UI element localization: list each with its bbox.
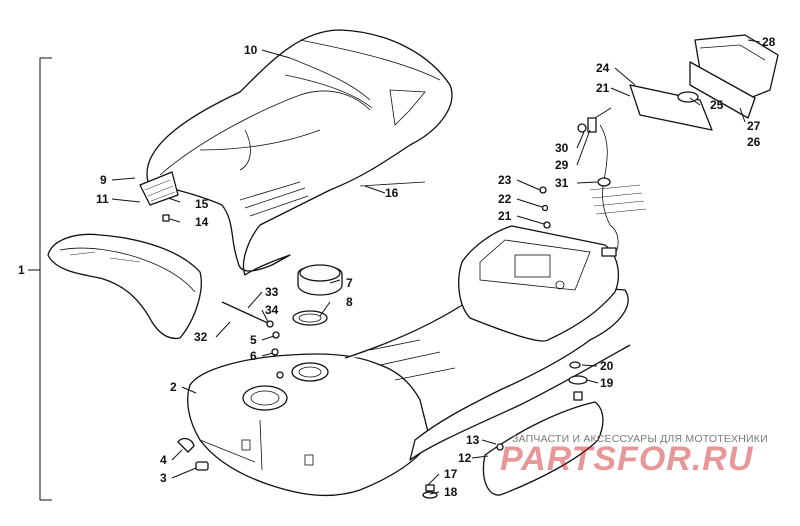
callout-26: 26 [747, 135, 761, 149]
fuel-cap-part [292, 264, 343, 326]
callout-12: 12 [458, 451, 472, 465]
callout-15: 15 [195, 197, 209, 211]
callout-5: 5 [250, 333, 257, 347]
callout-24: 24 [596, 61, 610, 75]
callout-32: 32 [194, 330, 208, 344]
callout-9: 9 [100, 173, 107, 187]
leader-lines [111, 39, 761, 495]
callout-16: 16 [385, 186, 399, 200]
seat-part [146, 29, 453, 276]
callout-21b: 21 [596, 81, 610, 95]
callout-1: 1 [18, 263, 25, 277]
callout-21a: 21 [498, 209, 512, 223]
callout-7: 7 [346, 276, 353, 290]
callout-labels: 1 2 3 4 5 6 7 8 9 10 11 12 13 14 15 16 1… [18, 35, 776, 499]
callout-3: 3 [160, 471, 167, 485]
callout-18: 18 [444, 485, 458, 499]
callout-2: 2 [170, 380, 177, 394]
snow-flap-part [482, 401, 604, 496]
tunnel-panel-part [344, 225, 631, 461]
callout-11: 11 [96, 192, 109, 206]
hardware-parts [177, 301, 588, 499]
grommet-parts [539, 186, 551, 229]
callout-25: 25 [710, 98, 724, 112]
callout-34: 34 [265, 303, 279, 317]
callout-33: 33 [265, 285, 279, 299]
callout-28: 28 [762, 35, 776, 49]
callout-14: 14 [195, 215, 209, 229]
callout-10: 10 [244, 43, 258, 57]
seat-trim-part [47, 171, 202, 340]
callout-8: 8 [346, 295, 353, 309]
callout-13: 13 [466, 433, 480, 447]
taillight-assembly-part [577, 34, 779, 257]
callout-6: 6 [250, 349, 257, 363]
callout-31: 31 [555, 176, 569, 190]
callout-17: 17 [444, 467, 458, 481]
callout-19: 19 [600, 376, 614, 390]
watermark: ЗАПЧАСТИ И АКСЕССУАРЫ ДЛЯ МОТОТЕХНИКИ PA… [500, 433, 768, 478]
assembly-bracket [28, 57, 52, 501]
callout-23: 23 [498, 173, 512, 187]
callout-29: 29 [555, 158, 569, 172]
watermark-tagline: ЗАПЧАСТИ И АКСЕССУАРЫ ДЛЯ МОТОТЕХНИКИ [512, 433, 768, 445]
strap-part [359, 181, 426, 187]
callout-22: 22 [498, 192, 512, 206]
watermark-logo: PARTSFOR.RU [500, 440, 754, 478]
fuel-tank-part [187, 353, 431, 497]
callout-27: 27 [747, 119, 761, 133]
callout-20: 20 [600, 359, 614, 373]
callout-4: 4 [160, 453, 167, 467]
callout-30: 30 [555, 141, 569, 155]
